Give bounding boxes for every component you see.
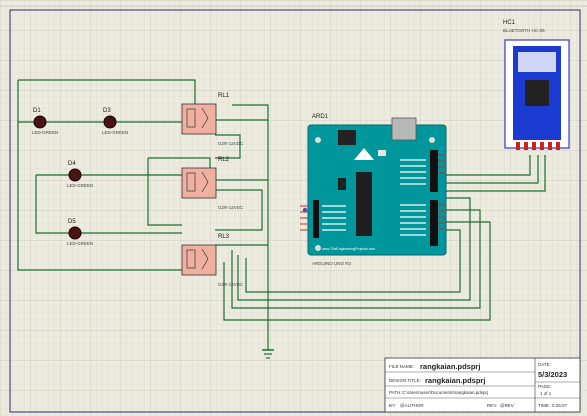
- relay-rl2-type: G2R-12VDC: [218, 205, 244, 210]
- led-d1: D1 LED-GREEN: [32, 108, 58, 135]
- digital-header-top: [430, 150, 438, 192]
- tb-design-title: rangkaian.pdsprj: [425, 376, 485, 385]
- tb-rev: @REV: [500, 403, 514, 408]
- relay-rl2-ref: RL2: [218, 157, 230, 163]
- title-block: FILE NAME: rangkaian.pdsprj DESIGN TITLE…: [384, 357, 581, 413]
- led-d1-ref: D1: [33, 108, 41, 114]
- tb-page-label: PAGE:: [538, 384, 551, 389]
- tb-by-label: BY:: [389, 403, 396, 408]
- led-d3-ref: D3: [103, 108, 111, 114]
- arduino-site: www.TheEngineeringProjects.com: [322, 247, 375, 251]
- usb-port: [391, 117, 417, 141]
- relay-rl3: RL3 G2R-12VDC: [181, 234, 244, 287]
- digital-header-bottom: [430, 200, 438, 246]
- hc05-module: HC1 BLUETOOTH HC-05: [503, 20, 570, 150]
- tb-path: C:\Users\user\Documents\rangkaian.pdsprj: [402, 390, 488, 395]
- led-d5-ref: D5: [68, 219, 76, 225]
- relay-rl1-type: G2R-12VDC: [218, 141, 244, 146]
- relay-rl1-ref: RL1: [218, 93, 230, 99]
- led-d4: D4 LED-GREEN: [67, 161, 93, 188]
- analog-header: [313, 200, 319, 238]
- tb-date: 5/3/2023: [538, 370, 567, 379]
- tb-time: 0:26:07: [552, 403, 568, 408]
- power-jack: [338, 130, 356, 145]
- tb-date-label: DATE:: [538, 362, 551, 367]
- tb-file-name: rangkaian.pdsprj: [420, 362, 480, 371]
- led-d4-type: LED-GREEN: [67, 183, 93, 188]
- arduino-ref: ARD1: [312, 114, 329, 120]
- arduino-type: ARDUINO UNO R3: [312, 261, 352, 266]
- wires: [17, 79, 546, 359]
- sheet-border: [9, 9, 581, 413]
- relay-rl3-type: G2R-12VDC: [218, 282, 244, 287]
- arduino-uno: ARD1: [300, 114, 447, 266]
- led-d3: D3 LED-GREEN: [102, 108, 128, 135]
- tb-by: @AUTHOR: [400, 403, 424, 408]
- relay-rl3-ref: RL3: [218, 234, 230, 240]
- hc05-type: BLUETOOTH HC-05: [503, 28, 545, 33]
- led-d5-type: LED-GREEN: [67, 241, 93, 246]
- tb-design-title-label: DESIGN TITLE:: [389, 378, 421, 383]
- relay-rl2: RL2 G2R-12VDC: [181, 157, 244, 210]
- tb-path-label: PATH:: [389, 390, 402, 395]
- relay-rl1: RL1 G2R-12VDC: [181, 93, 244, 146]
- led-d1-type: LED-GREEN: [32, 130, 58, 135]
- led-d5: D5 LED-GREEN: [67, 219, 93, 246]
- hc05-antenna: [518, 52, 556, 72]
- hc05-ref: HC1: [503, 20, 516, 26]
- tb-rev-label: REV:: [487, 403, 497, 408]
- tb-time-label: TIME:: [538, 403, 550, 408]
- mcu-chip: [356, 172, 372, 236]
- tb-page: 1 of 1: [540, 391, 552, 396]
- led-d3-type: LED-GREEN: [102, 130, 128, 135]
- led-d4-ref: D4: [68, 161, 76, 167]
- hc05-chip: [525, 80, 549, 106]
- tb-file-name-label: FILE NAME:: [389, 364, 414, 369]
